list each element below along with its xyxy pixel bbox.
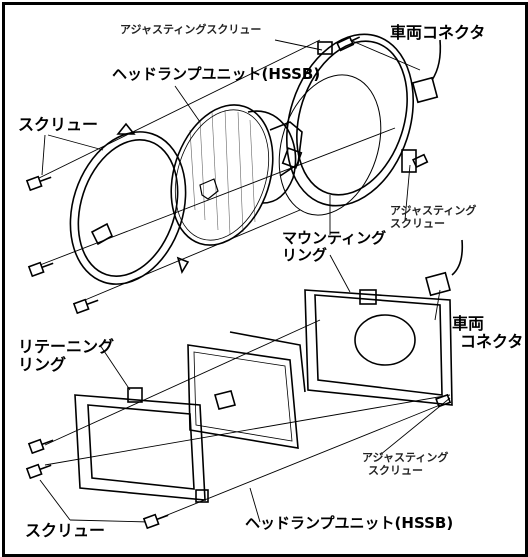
label-adjusting-screw-top: アジャスティングスクリュー — [120, 23, 262, 36]
label-mounting-ring-line2: リング — [282, 246, 328, 265]
label-retaining-ring-line2: リング — [18, 355, 67, 375]
adjusting-screw-right — [411, 153, 429, 169]
label-screw-bottom: スクリュー — [25, 521, 106, 540]
label-adjusting-screw-bottom-line2: スクリュー — [368, 463, 423, 477]
screw-group-bottom — [25, 438, 169, 530]
label-retaining-ring: リテーニング リング — [18, 337, 115, 375]
label-mounting-ring-line1: マウンティング — [282, 229, 387, 247]
label-adjusting-screw-right-line2: スクリュー — [390, 216, 445, 230]
round-retaining-ring — [69, 122, 190, 285]
label-adjusting-screw-right: アジャスティング スクリュー — [390, 204, 477, 230]
label-vehicle-connector-bottom-line1: 車両 — [452, 314, 485, 333]
label-adjusting-screw-bottom: アジャスティング スクリュー — [362, 451, 449, 477]
screw-group-top — [25, 175, 99, 315]
vehicle-connector-bottom — [425, 239, 464, 297]
label-retaining-ring-line1: リテーニング — [18, 337, 115, 356]
round-headlamp — [170, 104, 303, 246]
label-adjusting-screw-bottom-line1: アジャスティング — [362, 451, 449, 464]
leader-lines — [34, 39, 451, 523]
label-mounting-ring: マウンティング リング — [282, 229, 387, 265]
label-vehicle-connector-bottom: 車両 コネクタ — [438, 314, 524, 352]
label-screw-top: スクリュー — [18, 115, 99, 134]
label-headlamp-unit-top: ヘッドランプユニット(HSSB) — [112, 65, 321, 83]
round-mounting-ring — [278, 33, 417, 216]
adjusting-screw-top — [336, 36, 361, 52]
vehicle-connector-top — [411, 39, 442, 104]
label-vehicle-connector-top: 車両コネクタ — [390, 23, 486, 42]
rect-retaining-ring — [74, 387, 209, 503]
label-vehicle-connector-bottom-line2: コネクタ — [460, 332, 524, 352]
label-adjusting-screw-right-line1: アジャスティング — [390, 204, 477, 217]
adjusting-screw-bottom — [435, 393, 452, 408]
rect-mounting-ring — [304, 289, 453, 406]
rect-headlamp — [187, 331, 306, 449]
label-headlamp-unit-bottom: ヘッドランプユニット(HSSB) — [245, 514, 454, 532]
